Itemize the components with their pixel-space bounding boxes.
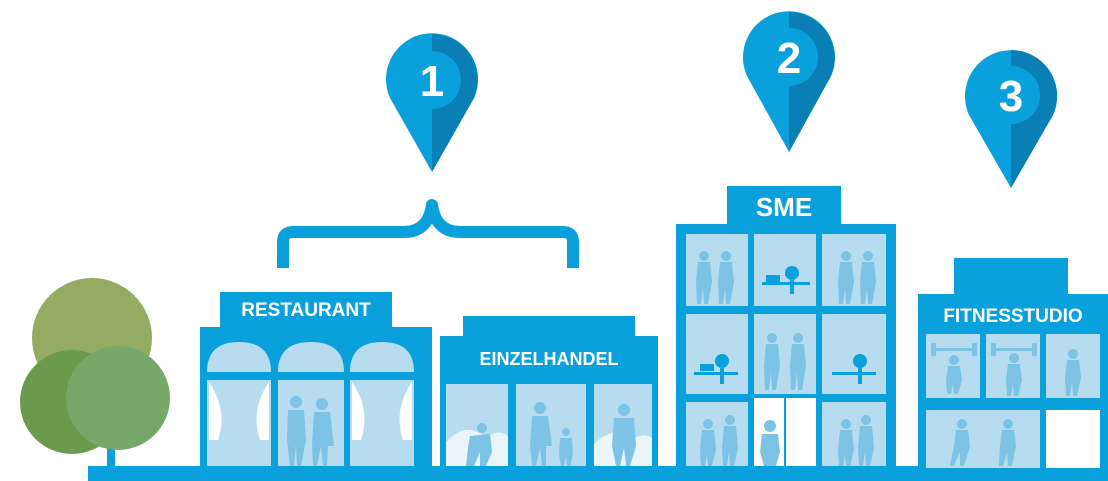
restaurant-label: RESTAURANT [241, 300, 371, 321]
fitness-label: FITNESSTUDIO [943, 306, 1082, 327]
fitness-building: FITNESSTUDIO [918, 258, 1108, 472]
restaurant-window-left [207, 342, 271, 466]
office-chair-icon [694, 266, 876, 384]
retail-building: EINZELHANDEL [440, 316, 658, 472]
people-silhouette-icon [287, 396, 334, 466]
restaurant-building: RESTAURANT [200, 292, 432, 472]
pin-2-number: 2 [777, 34, 801, 83]
map-pin-icon [743, 11, 835, 152]
map-pin-icon [964, 49, 1058, 188]
sme-label: SME [756, 192, 812, 222]
map-pin-1: 1 [385, 33, 479, 172]
curtain-icon [352, 382, 412, 440]
weightlifter-icon [931, 343, 1081, 466]
retail-label: EINZELHANDEL [480, 349, 619, 369]
map-pin-icon [385, 33, 479, 172]
map-pin-2: 2 [743, 11, 835, 152]
curtain-icon [209, 382, 269, 440]
people-silhouette-icon [466, 402, 636, 466]
bracket-icon [277, 199, 579, 268]
tree-icon [20, 278, 170, 470]
restaurant-window-right [350, 342, 414, 466]
pin-1-number: 1 [420, 57, 444, 106]
pin-3-number: 3 [999, 72, 1023, 121]
map-pin-3: 3 [964, 49, 1058, 188]
people-silhouette-icon [696, 251, 876, 466]
sme-building: SME [676, 186, 896, 472]
